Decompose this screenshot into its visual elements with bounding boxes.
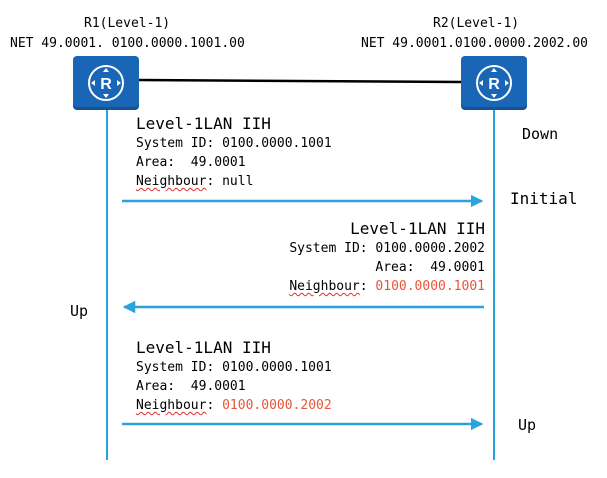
r2-state-initial: Initial bbox=[510, 189, 578, 208]
r2-state-down: Down bbox=[522, 125, 559, 143]
packet-neighbour: Neighbour: 0100.0000.2002 bbox=[136, 398, 332, 413]
router-icon: R bbox=[476, 65, 512, 101]
r2-router: R bbox=[461, 56, 527, 110]
hello-packet-1: Level-1LAN IIH System ID: 0100.0000.1001… bbox=[136, 114, 332, 191]
packet-area: Area: 49.0001 bbox=[375, 260, 485, 275]
r2-state-up: Up bbox=[518, 416, 537, 434]
svg-text:R: R bbox=[488, 76, 500, 93]
packet-neighbour: Neighbour: 0100.0000.1001 bbox=[289, 279, 485, 294]
packet-area: Area: 49.0001 bbox=[136, 155, 246, 170]
packet-system-id: System ID: 0100.0000.1001 bbox=[136, 136, 332, 151]
hello-packet-3: Level-1LAN IIH System ID: 0100.0000.1001… bbox=[136, 338, 332, 415]
packet-neighbour: Neighbour: null bbox=[136, 174, 254, 189]
hello-packet-2: Level-1LAN IIH System ID: 0100.0000.2002… bbox=[289, 219, 485, 296]
packet-system-id: System ID: 0100.0000.1001 bbox=[136, 360, 332, 375]
r2-name: R2(Level-1) bbox=[433, 16, 520, 31]
packet-title: Level-1LAN IIH bbox=[136, 114, 271, 133]
r1-name: R1(Level-1) bbox=[84, 16, 171, 31]
router-icon: R bbox=[88, 65, 124, 101]
packet-system-id: System ID: 0100.0000.2002 bbox=[289, 241, 485, 256]
packet-title: Level-1LAN IIH bbox=[350, 219, 485, 238]
packet-area: Area: 49.0001 bbox=[136, 379, 246, 394]
svg-text:R: R bbox=[100, 76, 112, 93]
r1-net: NET 49.0001. 0100.0000.1001.00 bbox=[10, 36, 245, 51]
r1-r2-link bbox=[137, 78, 463, 84]
packet-title: Level-1LAN IIH bbox=[136, 338, 271, 357]
r2-net: NET 49.0001.0100.0000.2002.00 bbox=[361, 36, 588, 51]
r1-router: R bbox=[73, 56, 139, 110]
r1-state-up: Up bbox=[70, 302, 89, 320]
